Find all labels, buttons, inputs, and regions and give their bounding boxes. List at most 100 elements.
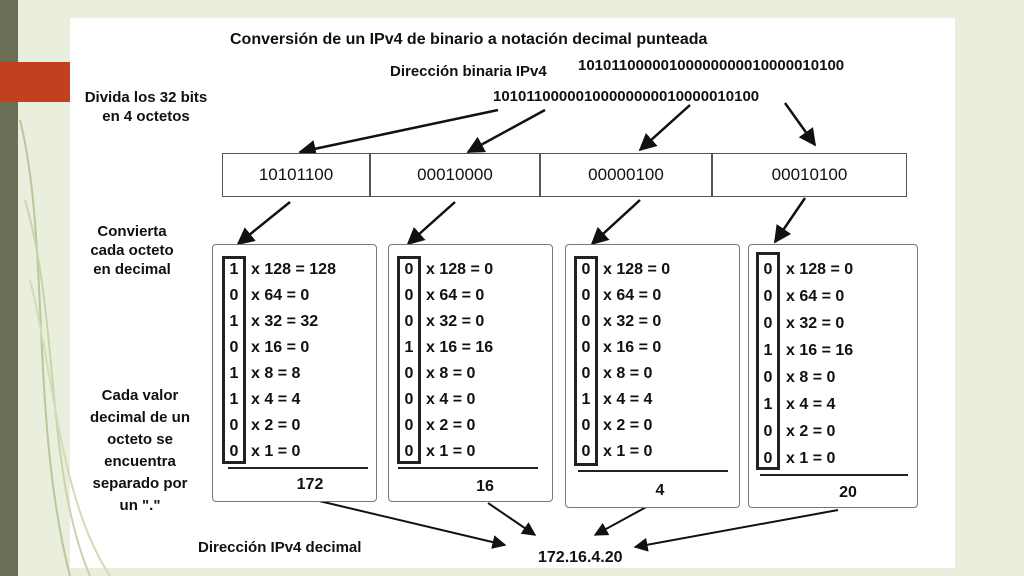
term-3-2: x 32 = 0 bbox=[603, 313, 662, 330]
term-1-7: x 1 = 0 bbox=[251, 443, 301, 460]
step-convert-line2: cada octeto bbox=[90, 242, 174, 259]
binary-string-plain: 10101100000100000000010000010100 bbox=[493, 88, 759, 105]
decimal-4: 20 bbox=[839, 484, 857, 501]
result-label: Dirección IPv4 decimal bbox=[198, 539, 361, 556]
binary-address-value: 10101100000100000000010000010100 bbox=[578, 57, 844, 74]
term-3-1: x 64 = 0 bbox=[603, 287, 662, 304]
term-3-5: x 4 = 4 bbox=[603, 391, 653, 408]
bit-4-0: 0 bbox=[763, 261, 773, 278]
binary-address-label: Dirección binaria IPv4 bbox=[390, 63, 547, 80]
term-4-4: x 8 = 0 bbox=[786, 369, 836, 386]
term-4-5: x 4 = 4 bbox=[786, 396, 836, 413]
bit-3-4: 0 bbox=[581, 365, 591, 382]
term-3-4: x 8 = 0 bbox=[603, 365, 653, 382]
decorative-curve bbox=[24, 199, 91, 576]
sum-rule-1 bbox=[228, 467, 368, 469]
term-2-2: x 32 = 0 bbox=[426, 313, 485, 330]
term-3-6: x 2 = 0 bbox=[603, 417, 653, 434]
step-separator-line2: decimal de un bbox=[89, 409, 191, 426]
term-2-3: x 16 = 16 bbox=[426, 339, 494, 356]
term-2-4: x 8 = 0 bbox=[426, 365, 476, 382]
decorative-curve bbox=[29, 279, 111, 576]
arrow-to-result-4 bbox=[633, 509, 839, 552]
term-3-0: x 128 = 0 bbox=[603, 261, 671, 278]
arrow-to-calc-1 bbox=[236, 201, 291, 246]
term-2-1: x 64 = 0 bbox=[426, 287, 485, 304]
term-4-6: x 2 = 0 bbox=[786, 423, 836, 440]
bit-4-5: 1 bbox=[763, 396, 773, 413]
red-accent-tab bbox=[0, 62, 72, 102]
arrow-to-octet-4 bbox=[783, 102, 817, 147]
bit-1-6: 0 bbox=[229, 417, 239, 434]
arrow-to-result-2 bbox=[487, 502, 537, 536]
term-2-0: x 128 = 0 bbox=[426, 261, 494, 278]
decimal-3: 4 bbox=[655, 482, 665, 499]
bit-2-2: 0 bbox=[404, 313, 414, 330]
bit-1-0: 1 bbox=[229, 261, 239, 278]
step-divide-line2: en 4 octetos bbox=[102, 108, 190, 125]
decimal-1: 172 bbox=[296, 476, 324, 493]
step-divide-line1: Divida los 32 bits bbox=[84, 89, 208, 106]
calc-box-4 bbox=[748, 244, 918, 508]
bit-3-5: 1 bbox=[581, 391, 591, 408]
step-separator-line4: encuentra bbox=[104, 453, 176, 470]
bit-4-1: 0 bbox=[763, 288, 773, 305]
term-3-3: x 16 = 0 bbox=[603, 339, 662, 356]
step-separator-label: Cada valor decimal de un octeto se encue… bbox=[80, 385, 200, 517]
term-1-2: x 32 = 32 bbox=[251, 313, 319, 330]
bit-4-7: 0 bbox=[763, 450, 773, 467]
calc-box-2 bbox=[388, 244, 553, 502]
term-1-5: x 4 = 4 bbox=[251, 391, 301, 408]
step-convert-line1: Convierta bbox=[97, 223, 167, 240]
term-2-7: x 1 = 0 bbox=[426, 443, 476, 460]
bit-1-4: 1 bbox=[229, 365, 239, 382]
arrow-to-calc-4 bbox=[773, 197, 807, 244]
sum-rule-3 bbox=[578, 470, 728, 472]
bit-1-7: 0 bbox=[229, 443, 239, 460]
bit-column-1 bbox=[222, 256, 246, 464]
step-separator-line1: Cada valor bbox=[101, 387, 179, 404]
bit-4-4: 0 bbox=[763, 369, 773, 386]
decimal-2: 16 bbox=[476, 478, 494, 495]
bit-1-5: 1 bbox=[229, 391, 239, 408]
bit-3-3: 0 bbox=[581, 339, 591, 356]
step-convert-label: Convierta cada octeto en decimal bbox=[72, 222, 192, 279]
arrow-to-calc-3 bbox=[590, 199, 641, 246]
bit-2-5: 0 bbox=[404, 391, 414, 408]
sum-rule-2 bbox=[398, 467, 538, 469]
term-2-5: x 4 = 0 bbox=[426, 391, 476, 408]
bit-1-2: 1 bbox=[229, 313, 239, 330]
arrow-to-octet-2 bbox=[466, 108, 546, 154]
bit-2-7: 0 bbox=[404, 443, 414, 460]
bit-4-2: 0 bbox=[763, 315, 773, 332]
bit-1-3: 0 bbox=[229, 339, 239, 356]
term-4-2: x 32 = 0 bbox=[786, 315, 845, 332]
result-value: 172.16.4.20 bbox=[538, 549, 623, 566]
term-1-1: x 64 = 0 bbox=[251, 287, 310, 304]
term-1-4: x 8 = 8 bbox=[251, 365, 301, 382]
bit-2-3: 1 bbox=[404, 339, 414, 356]
bit-4-3: 1 bbox=[763, 342, 773, 359]
term-2-6: x 2 = 0 bbox=[426, 417, 476, 434]
arrow-to-calc-2 bbox=[406, 201, 456, 246]
bit-column-3 bbox=[574, 256, 598, 466]
step-separator-line5: separado por bbox=[92, 475, 188, 492]
step-divide-label: Divida los 32 bits en 4 octetos bbox=[66, 88, 226, 126]
bit-2-0: 0 bbox=[404, 261, 414, 278]
bit-3-6: 0 bbox=[581, 417, 591, 434]
step-separator-line6: un "." bbox=[119, 497, 161, 514]
bit-4-6: 0 bbox=[763, 423, 773, 440]
bit-column-2 bbox=[397, 256, 421, 464]
term-3-7: x 1 = 0 bbox=[603, 443, 653, 460]
term-4-3: x 16 = 16 bbox=[786, 342, 854, 359]
calc-box-1 bbox=[212, 244, 377, 502]
arrow-to-octet-1 bbox=[298, 108, 499, 158]
octet-box-4: 00010100 bbox=[712, 153, 907, 197]
step-separator-line3: octeto se bbox=[107, 431, 173, 448]
bit-2-6: 0 bbox=[404, 417, 414, 434]
term-1-6: x 2 = 0 bbox=[251, 417, 301, 434]
bit-3-1: 0 bbox=[581, 287, 591, 304]
octet-box-1: 10101100 bbox=[222, 153, 370, 197]
diagram-title: Conversión de un IPv4 de binario a notac… bbox=[230, 31, 708, 48]
